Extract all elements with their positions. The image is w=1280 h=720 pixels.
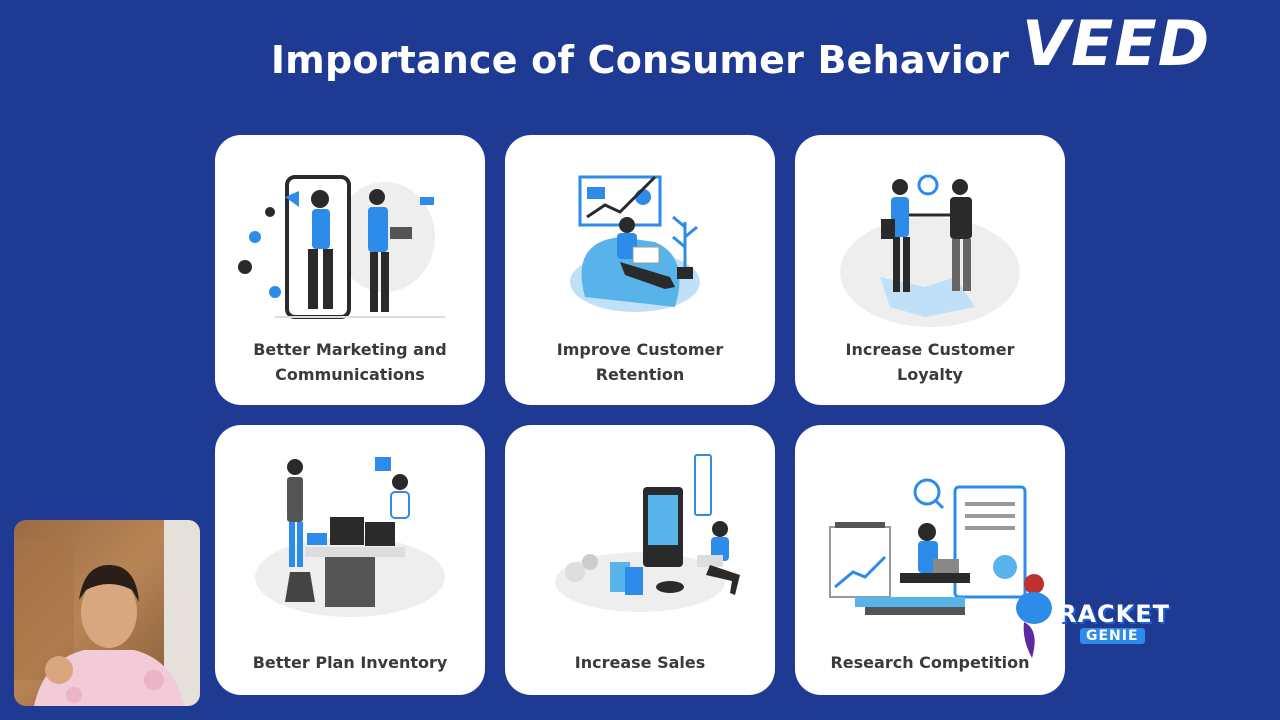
racket-genie-logo: RACKET GENIE (1010, 570, 1180, 660)
presenter-webcam (14, 520, 200, 706)
page-title: Importance of Consumer Behavior (270, 38, 1010, 82)
retention-illustration-icon (570, 175, 700, 312)
racket-genie-subtitle: GENIE (1080, 628, 1145, 644)
card-better-inventory: Better Plan Inventory (215, 425, 485, 695)
card-increase-loyalty: Increase Customer Loyalty (795, 135, 1065, 405)
card-increase-sales: Increase Sales (505, 425, 775, 695)
card-label: Improve Customer Retention (556, 340, 724, 384)
card-label: Increase Sales (574, 653, 706, 672)
card-label: Better Plan Inventory (252, 653, 448, 672)
genie-mascot-icon (1016, 574, 1052, 658)
card-label: Increase Customer Loyalty (845, 340, 1015, 384)
inventory-illustration-icon (255, 457, 445, 617)
presenter-video-icon (14, 520, 200, 706)
card-label: Research Competition (830, 653, 1030, 672)
racket-genie-title: RACKET (1058, 600, 1171, 628)
sales-illustration-icon (555, 454, 740, 612)
loyalty-illustration-icon (840, 174, 1020, 327)
marketing-illustration-icon (238, 175, 445, 319)
veed-logo: VEED (1022, 7, 1211, 80)
research-illustration-icon (829, 478, 1027, 615)
card-better-marketing: Better Marketing and Communications (215, 135, 485, 405)
card-label: Better Marketing and Communications (253, 340, 447, 384)
card-improve-retention: Improve Customer Retention (505, 135, 775, 405)
card-research-competition: Research Competition (795, 425, 1065, 695)
